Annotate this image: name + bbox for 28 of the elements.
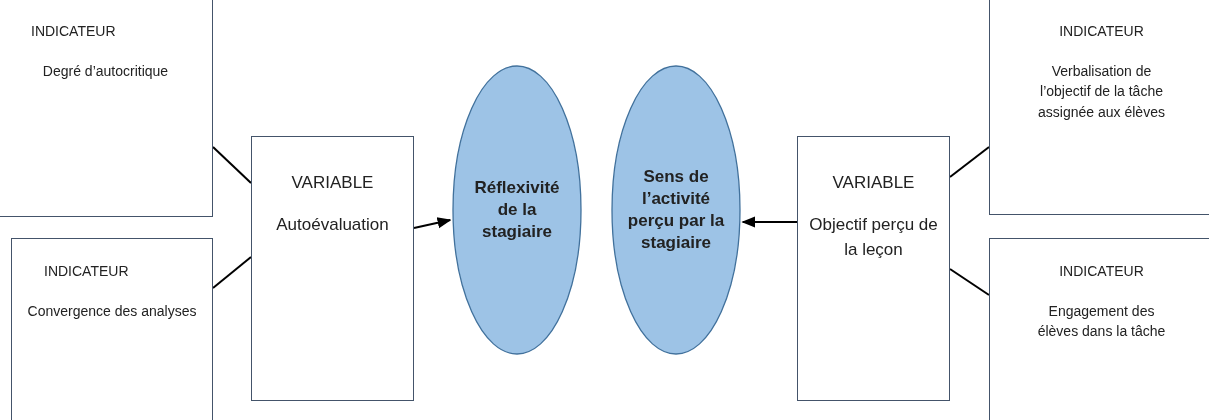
text-box (11, 238, 213, 420)
ellipse-label: Réflexivité de la stagiaire (473, 176, 561, 244)
box-text: Autoévaluation (275, 214, 390, 236)
box-heading: INDICATEUR (30, 22, 117, 41)
box-text: Objectif perçu de la leçon (808, 214, 939, 261)
box-heading: INDICATEUR (1058, 22, 1145, 41)
arrow (741, 216, 798, 228)
box-text: Verbalisation de l’objectif de la tâche assignée aux élèves (1037, 62, 1166, 122)
text-box (797, 136, 950, 401)
text-box (989, 0, 1209, 215)
box-text: Convergence des analyses (26, 302, 198, 321)
box-heading: VARIABLE (290, 172, 375, 194)
box-heading: INDICATEUR (1058, 262, 1145, 281)
text-box (251, 136, 414, 401)
connector-line (949, 268, 990, 296)
text-box (989, 238, 1209, 420)
box-heading: VARIABLE (831, 172, 916, 194)
box-text: Degré d’autocritique (41, 62, 170, 81)
box-text: Engagement des élèves dans la tâche (1036, 302, 1167, 342)
ellipse-label: Sens de l’activité perçu par la stagiaire (626, 165, 726, 255)
connector-line (212, 146, 252, 184)
ellipse-node (611, 65, 741, 355)
box-heading: INDICATEUR (43, 262, 130, 281)
text-box (0, 0, 213, 217)
ellipse-node (452, 65, 582, 355)
connector-line (949, 146, 990, 178)
connector-line (212, 256, 252, 289)
arrow (413, 217, 452, 229)
